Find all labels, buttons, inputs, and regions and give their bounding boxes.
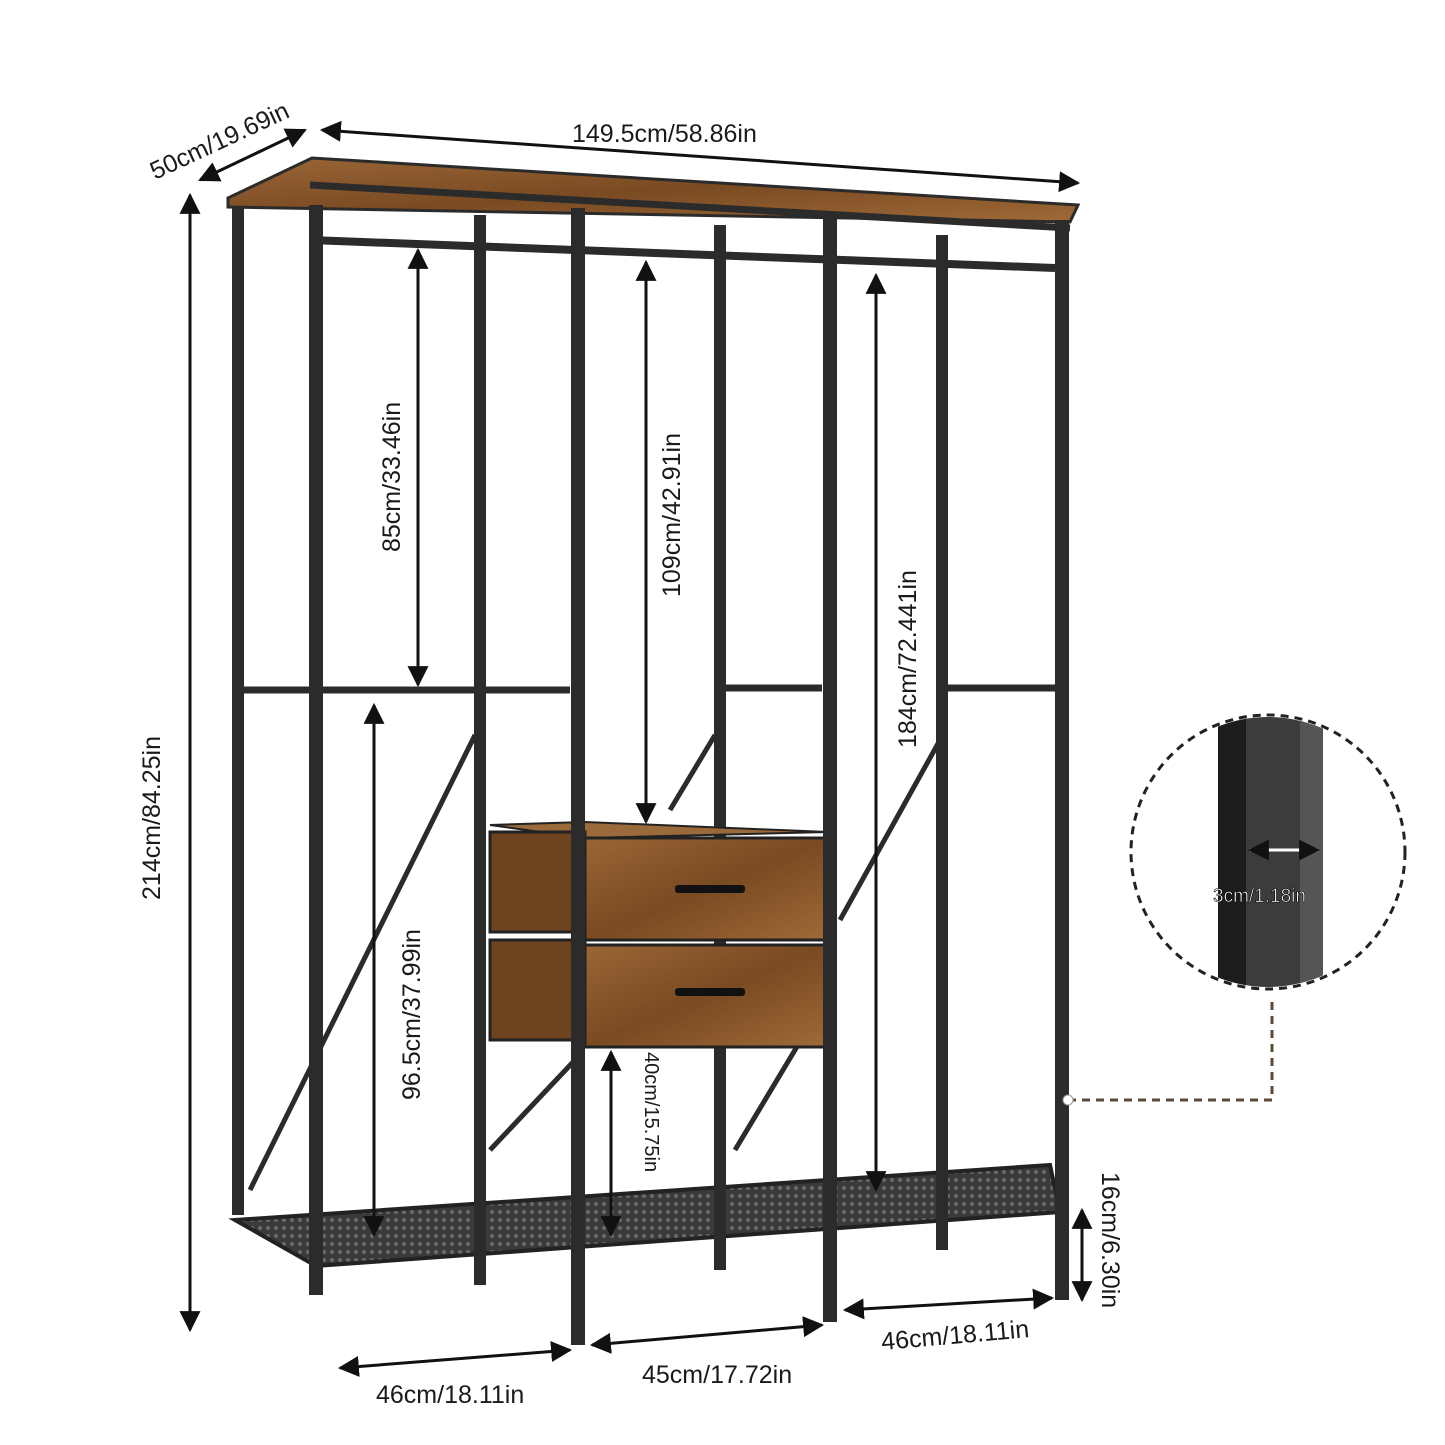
- brace: [247, 733, 478, 1192]
- drawer-handle: [675, 885, 745, 893]
- bottom-clearance-label: 16cm/6.30in: [1096, 1172, 1124, 1308]
- tube-width-label: 3cm/1.18in: [1213, 886, 1306, 907]
- center-hanging-label: 109cm/42.91in: [658, 433, 686, 597]
- left-lower-hanging-label: 96.5cm/37.99in: [398, 929, 426, 1100]
- brace: [488, 1058, 577, 1152]
- callout-leader-line: [1068, 1000, 1274, 1102]
- center-section-width-label: 45cm/17.72in: [642, 1361, 792, 1389]
- dimension-arrows: [179, 120, 1093, 1377]
- drawer-clearance-label: 40cm/15.75in: [640, 1052, 662, 1172]
- right-hanging-label: 184cm/72.441in: [894, 570, 922, 748]
- left-upper-hanging-label: 85cm/33.46in: [378, 402, 406, 552]
- left-section-width-label: 46cm/18.11in: [376, 1381, 524, 1409]
- right-section-width-label: 46cm/18.11in: [880, 1315, 1030, 1356]
- width-label: 149.5cm/58.86in: [572, 120, 757, 148]
- top-rear-rod: [309, 181, 1071, 232]
- tube-detail-callout: 3cm/1.18in: [1062, 713, 1407, 1106]
- height-label: 214cm/84.25in: [138, 736, 166, 900]
- drawer-unit: [488, 820, 830, 1049]
- brace: [667, 733, 718, 812]
- drawer-handle: [675, 988, 745, 996]
- top-hanging-rod: [309, 236, 1056, 272]
- brace: [837, 738, 943, 922]
